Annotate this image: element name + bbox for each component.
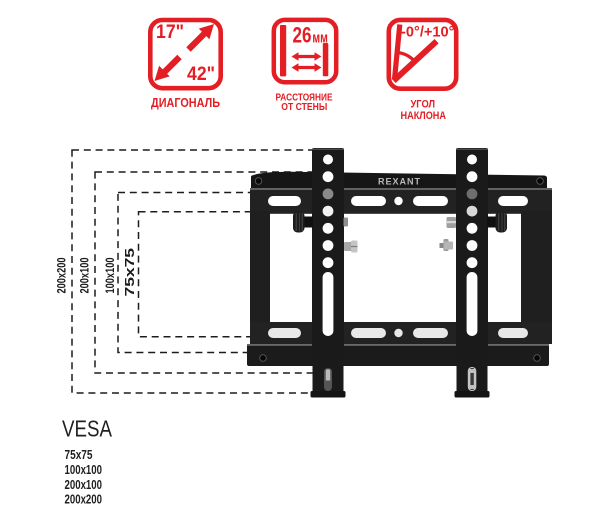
svg-text:75x75: 75x75 bbox=[65, 448, 93, 462]
svg-text:VESA: VESA bbox=[62, 416, 112, 442]
svg-text:ОТ СТЕНЫ: ОТ СТЕНЫ bbox=[281, 102, 327, 113]
svg-text:REXANT: REXANT bbox=[378, 177, 421, 188]
svg-text:мм: мм bbox=[312, 30, 328, 47]
svg-text:100x100: 100x100 bbox=[65, 463, 103, 477]
svg-text:17": 17" bbox=[156, 21, 184, 43]
svg-text:200x200: 200x200 bbox=[65, 493, 103, 507]
svg-text:НАКЛОНА: НАКЛОНА bbox=[401, 110, 447, 122]
svg-text:200x100: 200x100 bbox=[78, 257, 92, 293]
svg-text:-0°/+10°: -0°/+10° bbox=[401, 25, 455, 41]
svg-text:200x100: 200x100 bbox=[65, 478, 103, 492]
svg-text:ДИАГОНАЛЬ: ДИАГОНАЛЬ bbox=[151, 96, 220, 110]
svg-text:42": 42" bbox=[187, 63, 215, 85]
svg-text:75x75: 75x75 bbox=[122, 248, 137, 297]
svg-text:РАССТОЯНИЕ: РАССТОЯНИЕ bbox=[276, 93, 333, 104]
svg-text:100x100: 100x100 bbox=[103, 257, 117, 293]
svg-text:26: 26 bbox=[293, 23, 312, 48]
svg-text:УГОЛ: УГОЛ bbox=[411, 99, 436, 111]
svg-text:200x200: 200x200 bbox=[55, 257, 69, 293]
